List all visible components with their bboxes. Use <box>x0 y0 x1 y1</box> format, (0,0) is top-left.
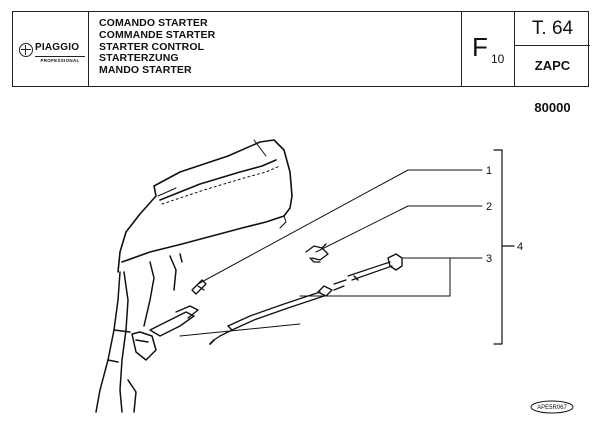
title-german: STARTERZUNG <box>99 52 179 65</box>
title-english: STARTER CONTROL <box>99 40 205 53</box>
section-number: 10 <box>491 52 505 66</box>
brand-name: PIAGGIO <box>35 42 80 53</box>
seat-body-outline <box>117 139 293 273</box>
title-spanish: MANDO STARTER <box>99 64 192 77</box>
group-bracket <box>493 149 515 345</box>
piaggio-logo-icon <box>19 43 33 57</box>
callout-4: 4 <box>517 241 523 253</box>
frame-side-panel <box>95 253 183 413</box>
callout-1: 1 <box>486 165 492 177</box>
brand-subtitle: PROFESSIONAL <box>35 56 85 63</box>
part-3-starter-cable <box>209 285 345 345</box>
title-cell: COMANDO STARTER COMMANDE STARTER STARTER… <box>89 12 462 86</box>
part-2-spring-clip <box>305 243 329 263</box>
section-cell: F 10 <box>462 12 515 86</box>
table-cell: T. 64 ZAPC 80000 <box>515 12 590 115</box>
title-block: PIAGGIO PROFESSIONAL COMANDO STARTER COM… <box>12 11 590 115</box>
part-1-clip <box>191 279 207 295</box>
section-letter: F <box>472 32 488 62</box>
logo-cell: PIAGGIO PROFESSIONAL <box>13 12 89 86</box>
leader-lines <box>179 169 483 337</box>
part-3-starter-knob <box>333 253 403 285</box>
figure-code: APE5R067 <box>537 405 567 411</box>
table-number: T. 64 <box>515 12 590 46</box>
figure-code-oval <box>530 400 574 414</box>
knob-holder <box>149 305 199 337</box>
title-french: COMMANDE STARTER <box>99 28 216 41</box>
seat-stitching <box>161 165 281 205</box>
frame-code: ZAPC 80000 <box>534 58 571 115</box>
title-italian: COMANDO STARTER <box>99 17 208 29</box>
callout-2: 2 <box>486 201 492 213</box>
callout-3: 3 <box>486 253 492 265</box>
